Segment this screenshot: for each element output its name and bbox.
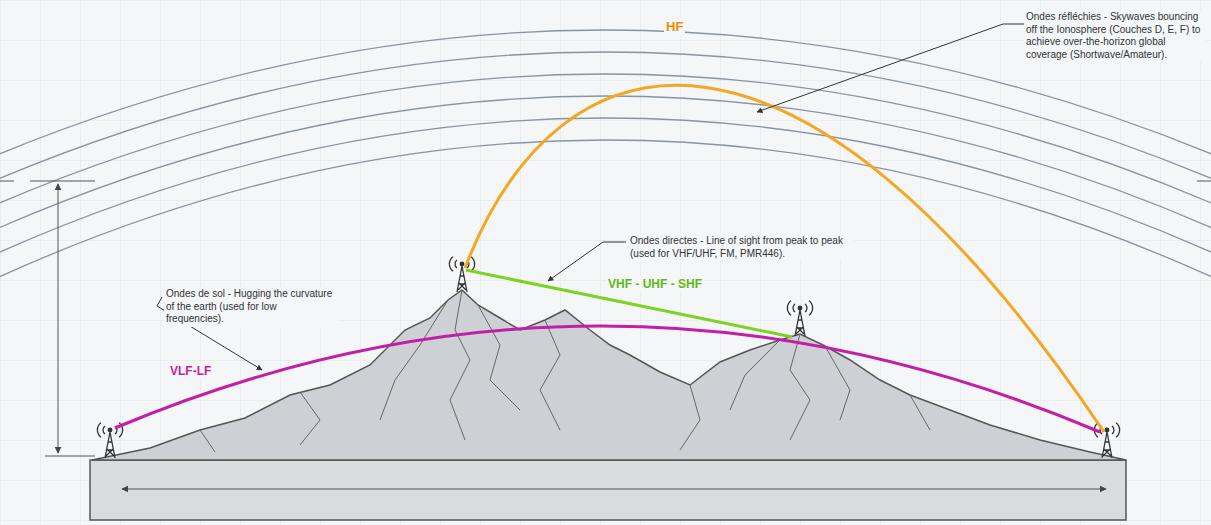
antenna-tower (97, 423, 122, 458)
antenna-tower (1094, 423, 1119, 458)
dimension-line (122, 489, 1106, 490)
band-label: HF (664, 18, 685, 36)
band-label: VLF-LF (168, 363, 213, 380)
ionosphere-layers (0, 30, 1211, 300)
leader-lines (157, 24, 1026, 370)
ionosphere-arc (0, 96, 1211, 250)
band-label: VHF - UHF - SHF (606, 276, 704, 293)
ionosphere-arc (0, 118, 1211, 275)
direct-wave-note: Ondes directes - Line of sight from peak… (628, 234, 854, 261)
antenna-tower (787, 301, 812, 336)
antennas (97, 257, 1119, 458)
sky-wave-note: Ondes réfléchies - Skywaves bouncing off… (1024, 10, 1206, 62)
antenna-tower (449, 257, 474, 292)
ionosphere-arc (0, 140, 1211, 300)
direct-wave (466, 270, 792, 337)
ground-slab (90, 460, 1126, 520)
ground-wave-note: Ondes de sol - Hugging the curvature of … (164, 287, 338, 327)
sky-wave (465, 85, 1104, 432)
ground-wave (115, 326, 1100, 432)
